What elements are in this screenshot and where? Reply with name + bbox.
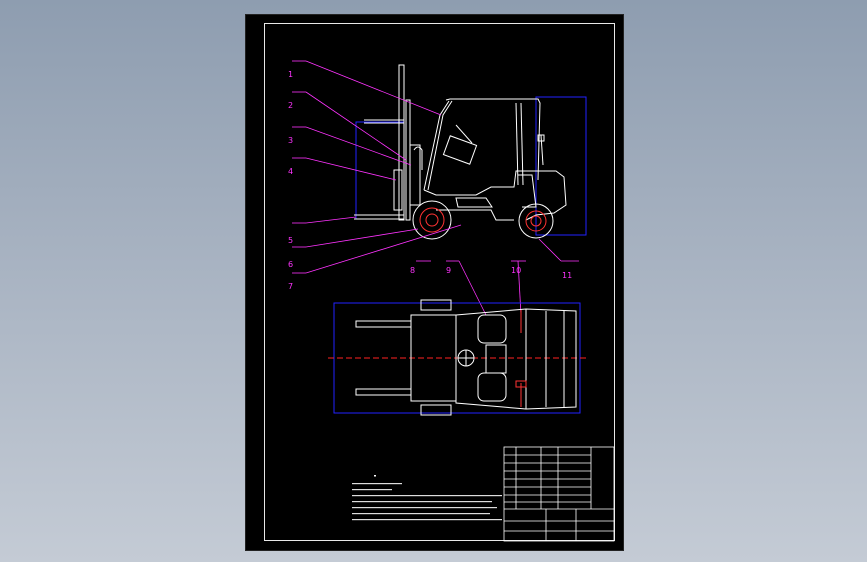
mast bbox=[364, 64, 423, 221]
fork bbox=[354, 214, 404, 220]
part-number-labels: 1 2 3 4 5 6 7 8 9 10 11 bbox=[288, 70, 572, 291]
part-label-8: 8 bbox=[410, 266, 415, 275]
drawing-sheet: 1 2 3 4 5 6 7 8 9 10 11 bbox=[245, 14, 624, 551]
front-wheel bbox=[412, 200, 452, 240]
part-label-6: 6 bbox=[288, 260, 293, 269]
technical-notes bbox=[352, 475, 502, 521]
part-label-5: 5 bbox=[288, 236, 293, 245]
drawing-frame bbox=[264, 23, 615, 541]
leaders bbox=[292, 60, 579, 316]
side-view bbox=[354, 64, 587, 240]
part-label-9: 9 bbox=[446, 266, 451, 275]
title-block bbox=[503, 446, 615, 542]
truck-body bbox=[423, 134, 567, 221]
top-view bbox=[328, 299, 586, 416]
rear-wheel bbox=[518, 203, 554, 239]
part-label-2: 2 bbox=[288, 101, 293, 110]
cad-drawing: 1 2 3 4 5 6 7 8 9 10 11 bbox=[288, 60, 615, 542]
part-label-7: 7 bbox=[288, 282, 293, 291]
part-label-11: 11 bbox=[562, 271, 572, 280]
part-label-1: 1 bbox=[288, 70, 293, 79]
part-label-3: 3 bbox=[288, 136, 293, 145]
part-label-10: 10 bbox=[511, 266, 521, 275]
counterweight-bbox bbox=[535, 96, 587, 236]
overhead-guard bbox=[423, 98, 541, 191]
part-label-4: 4 bbox=[288, 167, 293, 176]
